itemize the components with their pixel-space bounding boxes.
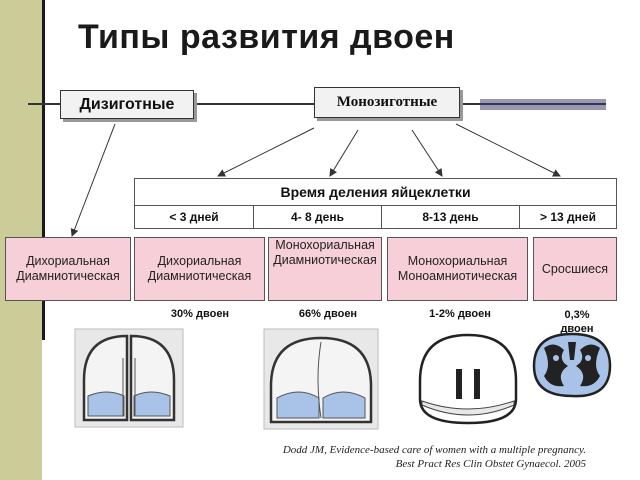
dichorionic-diamniotic-illustration	[74, 328, 184, 428]
monochorionic-diamniotic-illustration	[263, 328, 379, 430]
category-label: Монохориальная Диамниотическая	[273, 238, 377, 267]
monochorionic-monoamniotic-illustration	[418, 333, 518, 425]
sidebar-divider	[42, 0, 45, 340]
monozygotic-box: Монозиготные	[314, 87, 460, 118]
arrow-mono-4	[455, 123, 561, 177]
time-cell-2: 4- 8 день	[254, 206, 382, 228]
division-time-header: Время деления яйцеклетки	[135, 179, 616, 206]
citation-line-2: Best Pract Res Clin Obstet Gynaecol. 200…	[395, 458, 586, 470]
frequency-label-2: 66% двоен	[298, 308, 358, 320]
arrow-mono-1	[217, 127, 315, 177]
arrow-mono-3	[411, 129, 443, 177]
time-cell-3: 8-13 день	[382, 206, 520, 228]
category-label: Монохориальная Моноамниотическая	[397, 254, 518, 283]
dizygotic-box: Дизиготные	[60, 90, 194, 119]
citation: Dodd JM, Evidence-based care of women wi…	[230, 443, 586, 471]
category-box-3: Монохориальная Моноамниотическая	[387, 237, 528, 301]
frequency-label-3: 1-2% двоен	[429, 308, 491, 320]
division-time-row: < 3 дней 4- 8 день 8-13 день > 13 дней	[135, 206, 616, 228]
time-cell-4: > 13 дней	[540, 210, 596, 224]
decorative-bar-grey-lower	[480, 105, 606, 110]
time-cell-1: < 3 дней	[135, 206, 254, 228]
connector-line-middle	[192, 103, 314, 105]
category-box-4: Сросшиеся	[533, 237, 617, 301]
category-label: Дихориальная Диамниотическая	[16, 254, 120, 283]
frequency-label-1: 30% двоен	[170, 308, 230, 320]
category-label: Дихориальная Диамниотическая	[147, 254, 252, 283]
frequency-label-4: 0,3% двоен	[560, 309, 594, 335]
arrow-dizygotic	[70, 123, 116, 237]
connector-line-right	[458, 103, 480, 105]
conjoined-twins-illustration	[532, 332, 612, 398]
slide-title: Типы развития двоен	[78, 18, 455, 56]
category-box-2: Монохориальная Диамниотическая	[268, 237, 382, 301]
decorative-bar-navy	[480, 103, 606, 105]
connector-line-left	[28, 103, 60, 105]
category-box-dizygotic: Дихориальная Диамниотическая	[5, 237, 131, 301]
citation-line-1: Dodd JM, Evidence-based care of women wi…	[282, 444, 586, 456]
arrow-mono-2	[329, 129, 359, 177]
division-time-table: Время деления яйцеклетки < 3 дней 4- 8 д…	[134, 178, 617, 229]
category-label: Сросшиеся	[541, 261, 609, 276]
decorative-bar-grey	[480, 99, 606, 103]
category-box-1: Дихориальная Диамниотическая	[134, 237, 265, 301]
